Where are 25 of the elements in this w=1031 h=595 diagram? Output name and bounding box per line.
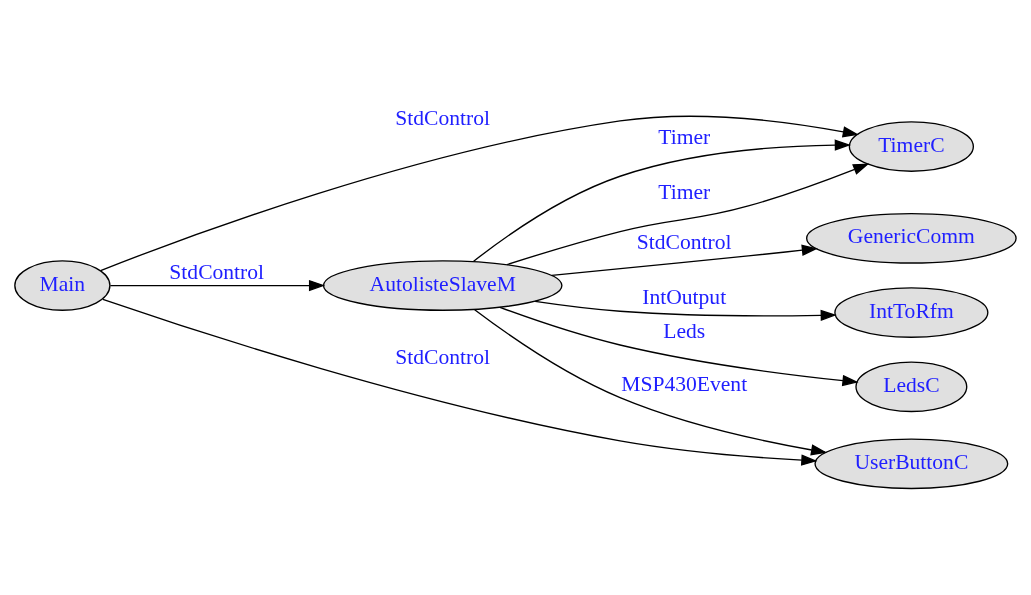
edge-label: Timer	[658, 124, 711, 149]
arrow	[473, 138, 851, 262]
node-ellipse: LedsC	[855, 361, 968, 412]
arrow	[109, 279, 326, 291]
arrow	[99, 115, 859, 271]
node-ellipse: AutolisteSlaveM	[322, 259, 563, 311]
arrow	[102, 298, 818, 466]
edge-label: Leds	[663, 318, 706, 343]
node-ellipse: TimerC	[848, 120, 975, 172]
node-ellipse: UserButtonC	[814, 437, 1009, 489]
node-ellipse: IntToRfm	[834, 286, 989, 338]
arrow	[506, 163, 870, 265]
arrow	[551, 244, 818, 276]
edge-label: StdControl	[169, 259, 265, 284]
node-ellipse: GenericComm	[806, 212, 1017, 264]
node-ellipse: Main	[14, 259, 111, 311]
arrow	[474, 308, 828, 455]
edge-label: StdControl	[395, 105, 491, 130]
edge-label: StdControl	[395, 344, 491, 369]
edge-label: MSP430Event	[621, 371, 748, 396]
arrow	[534, 300, 837, 321]
edge-label: Timer	[658, 179, 711, 204]
arrow	[499, 306, 859, 386]
edge-label: IntOutput	[642, 284, 727, 309]
edge-label: StdControl	[636, 229, 732, 254]
